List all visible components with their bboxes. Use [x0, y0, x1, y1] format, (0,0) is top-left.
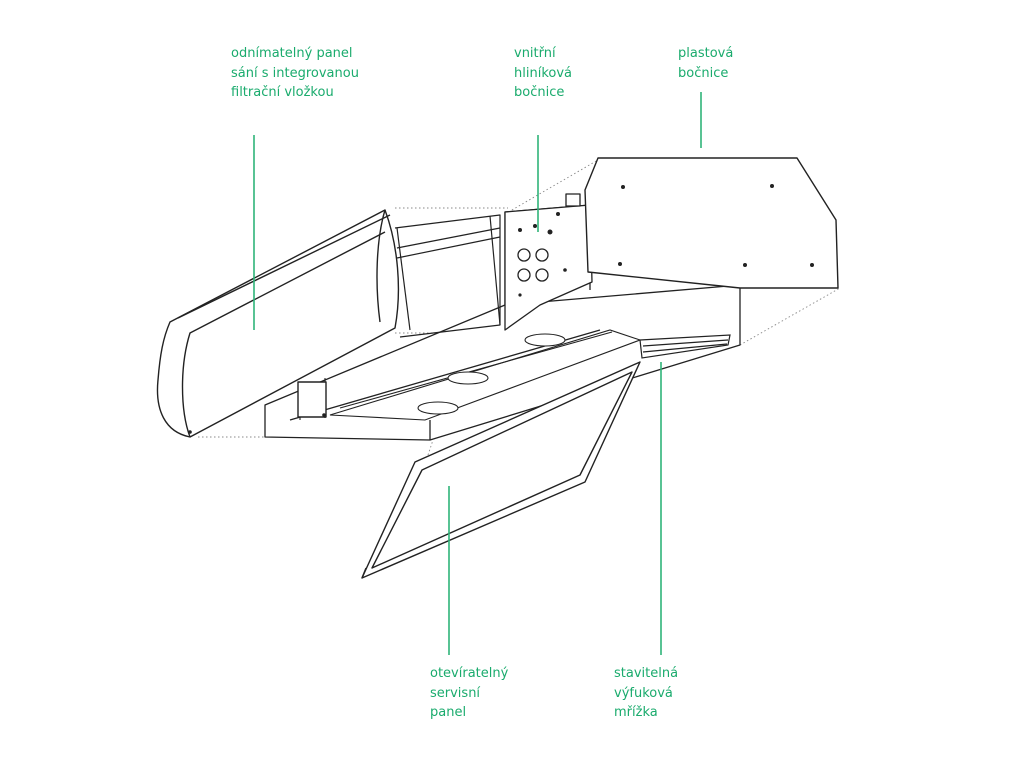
- inner-frame: [394, 214, 501, 338]
- label-adjustable-exhaust-grille: stavitelná výfuková mřížka: [614, 664, 678, 723]
- label-line: sání s integrovanou: [231, 65, 359, 81]
- label-line: odnímatelný panel: [231, 46, 353, 61]
- exhaust-grille: [639, 334, 731, 359]
- leader-lines: [253, 92, 702, 655]
- label-line: servisní: [430, 685, 481, 701]
- label-plastic-side: plastová bočnice: [678, 44, 733, 83]
- label-line: bočnice: [678, 65, 729, 81]
- label-inner-aluminium-side: vnitřní hliníková bočnice: [514, 44, 572, 103]
- label-line: hliníková: [514, 65, 572, 81]
- label-openable-service-panel: otevíratelný servisní panel: [430, 664, 508, 723]
- label-line: panel: [430, 705, 467, 720]
- label-line: filtrační vložkou: [231, 85, 334, 100]
- label-line: vnitřní: [514, 46, 556, 61]
- removable-intake-panel: [156, 209, 400, 438]
- label-line: plastová: [678, 46, 734, 61]
- label-line: bočnice: [514, 85, 565, 100]
- inner-aluminium-side: [504, 193, 593, 331]
- label-removable-intake-panel: odnímatelný panel sání s integrovanou fi…: [231, 44, 359, 103]
- label-line: otevíratelný: [430, 666, 509, 681]
- label-line: výfuková: [614, 685, 673, 701]
- openable-service-panel: [361, 361, 641, 579]
- plastic-side-panel: [584, 157, 839, 289]
- label-line: stavitelná: [614, 666, 679, 681]
- label-line: mřížka: [614, 705, 658, 720]
- fan-assembly: [299, 329, 642, 421]
